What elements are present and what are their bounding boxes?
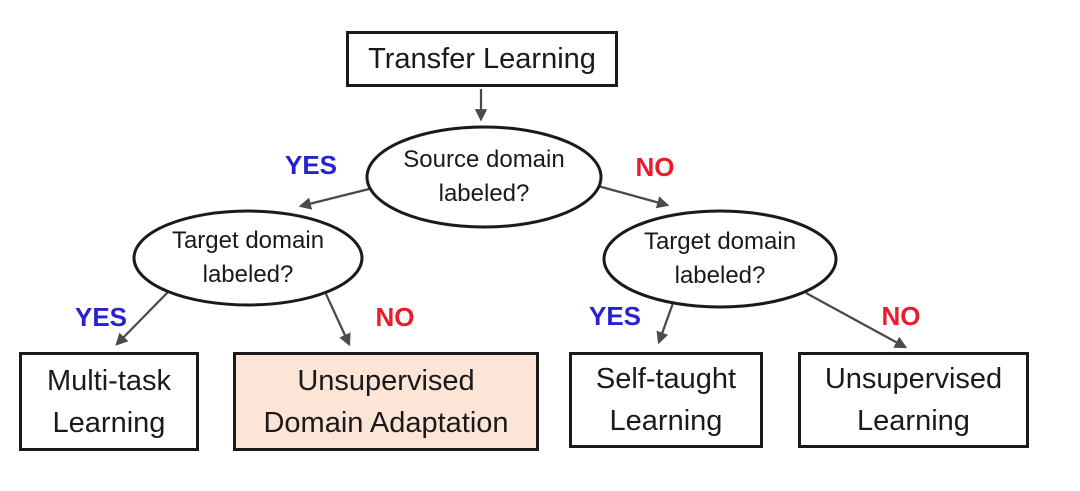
edge-target-left-no bbox=[324, 293, 351, 347]
edge-label-source-no: NO bbox=[635, 152, 675, 182]
node-unsupervised-domain-adaptation: Unsupervised Domain Adaptation bbox=[233, 352, 539, 451]
edge-label-target-right-no: NO bbox=[881, 301, 921, 331]
decision-target-domain-right: Target domain labeled? bbox=[643, 228, 797, 289]
node-transfer-learning: Transfer Learning bbox=[346, 31, 618, 87]
edge-target-right-yes bbox=[656, 302, 675, 345]
node-multi-task-learning: Multi-task Learning bbox=[19, 352, 199, 451]
node-unsupervised-learning: Unsupervised Learning bbox=[798, 352, 1029, 448]
edge-label-target-left-no: NO bbox=[375, 302, 415, 332]
edge-label-target-left-yes: YES bbox=[74, 302, 128, 332]
edge-label-target-right-yes: YES bbox=[588, 301, 642, 331]
decision-target-domain-left: Target domain labeled? bbox=[171, 227, 325, 288]
decision-source-domain: Source domain labeled? bbox=[403, 146, 565, 207]
node-self-taught-learning: Self-taught Learning bbox=[569, 352, 763, 448]
edge-label-source-yes: YES bbox=[284, 150, 338, 180]
